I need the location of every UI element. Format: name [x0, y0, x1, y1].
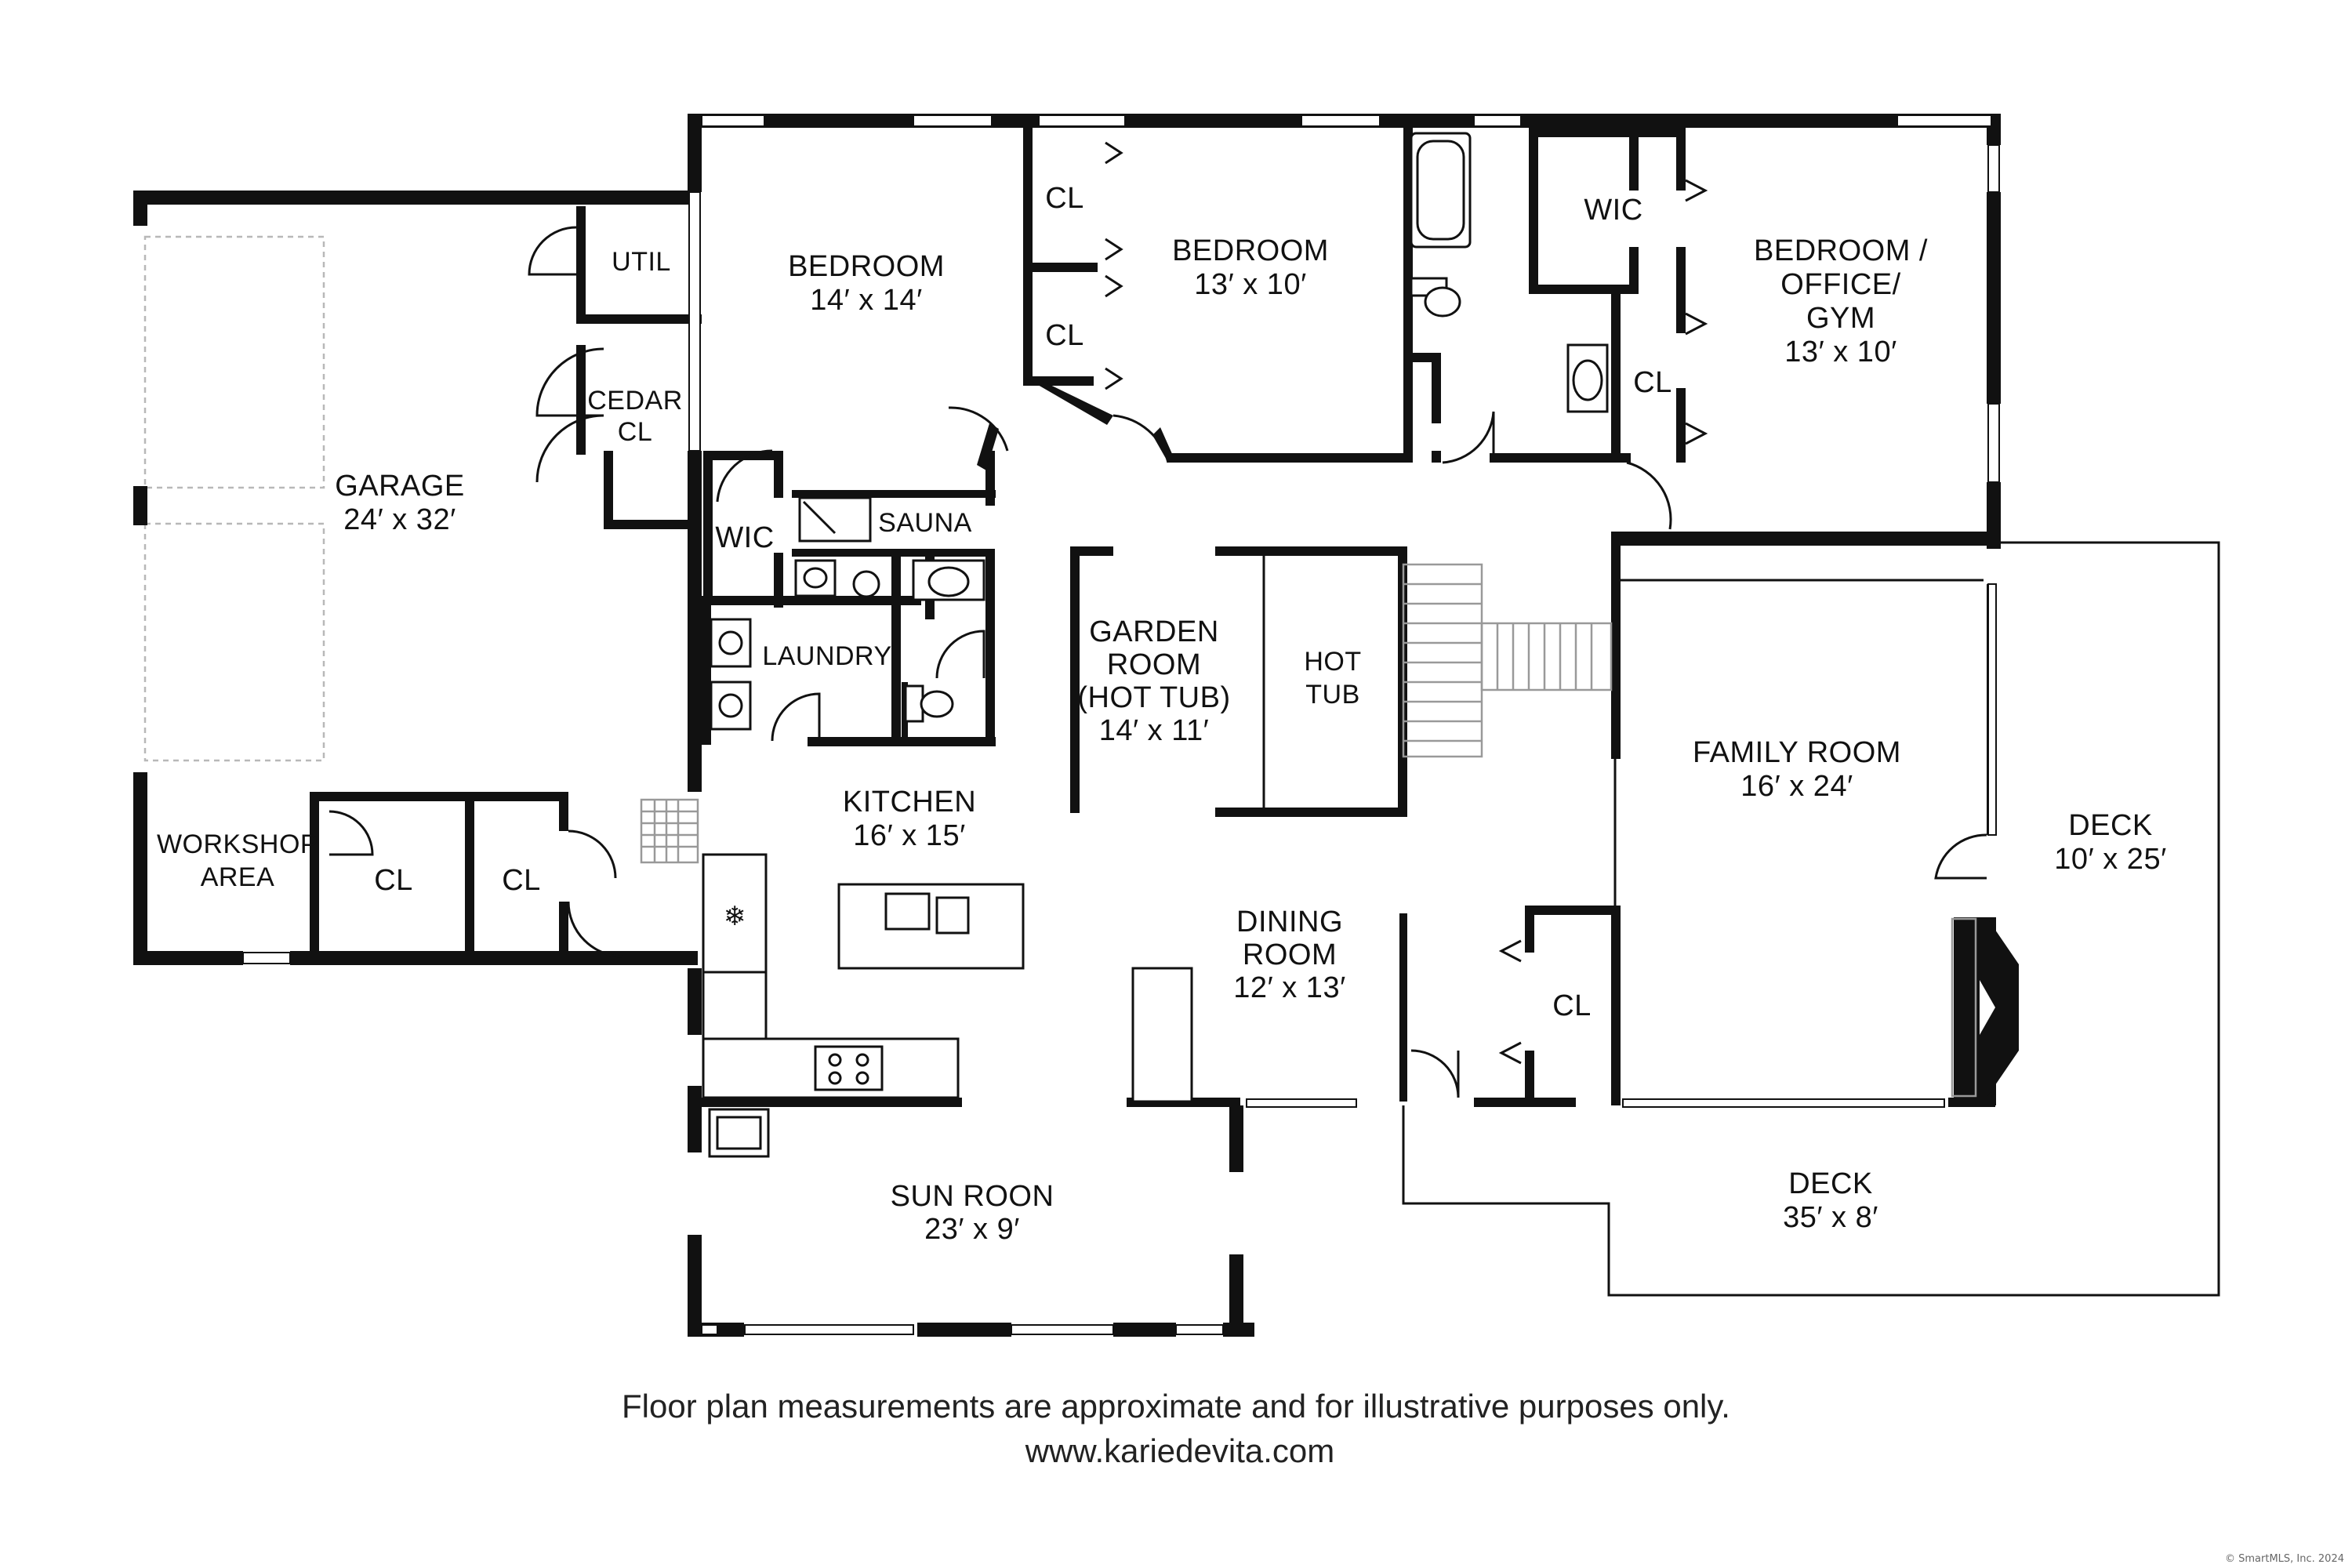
workshop-label-2: AREA — [201, 862, 275, 892]
dining-room-label-2: ROOM — [1243, 938, 1337, 971]
garage-door-outline — [143, 235, 325, 762]
garage-dims: 24′ x 32′ — [343, 503, 456, 536]
dining-room-dims: 12′ x 13′ — [1233, 971, 1345, 1004]
footer: Floor plan measurements are approximate … — [622, 1388, 2344, 1565]
garden-room-label-3: (HOT TUB) — [1077, 681, 1230, 714]
sun-room-label: SUN ROON — [891, 1180, 1054, 1213]
sun-room-dims: 23′ x 9′ — [924, 1213, 1020, 1246]
bedroom1-wic-label: WIC — [715, 521, 774, 554]
fireplace-icon — [1980, 980, 1995, 1035]
svg-text:❄: ❄ — [724, 901, 746, 932]
workshop-cl2-label: CL — [502, 864, 541, 897]
bathtub-icon — [1410, 132, 1472, 249]
garden-room-dims: 14′ x 11′ — [1099, 714, 1210, 747]
hot-tub-label-2: TUB — [1305, 680, 1360, 710]
copyright-text: © SmartMLS, Inc. 2024 — [2225, 1553, 2344, 1565]
cl-right-label: CL — [1633, 366, 1672, 399]
family-room-label: FAMILY ROOM — [1693, 736, 1901, 769]
workshop-label-1: WORKSHOP — [157, 829, 318, 859]
cedar-cl-label-1: CEDAR — [587, 386, 683, 416]
laundry-label: LAUNDRY — [762, 641, 891, 671]
toilet-icon — [1410, 277, 1461, 318]
sink-icon — [912, 559, 985, 601]
garden-room-label-1: GARDEN — [1089, 615, 1219, 648]
bedroom1-label: BEDROOM — [788, 250, 945, 283]
workshop-cl1-label: CL — [374, 864, 413, 897]
hot-tub-label-1: HOT — [1304, 647, 1361, 677]
bedroom2-dims: 13′ x 10′ — [1194, 268, 1306, 301]
sink-icon — [708, 1108, 770, 1158]
kitchen-label: KITCHEN — [843, 786, 976, 818]
bedroom3-label-3: GYM — [1806, 302, 1875, 335]
sauna-label: SAUNA — [878, 508, 972, 538]
family-cl-label: CL — [1552, 989, 1592, 1022]
washer-icon — [710, 618, 752, 668]
bedroom3-label-1: BEDROOM / — [1754, 234, 1928, 267]
website-text: www.kariedevita.com — [1025, 1432, 1334, 1469]
dryer-icon — [710, 681, 752, 731]
room-labels: GARAGE 24′ x 32′ UTIL CEDAR CL WORKSHOP … — [157, 182, 2166, 1246]
deck-bottom-dims: 35′ x 8′ — [1783, 1201, 1878, 1234]
deck-right-label: DECK — [2068, 809, 2153, 842]
sink-icon — [1566, 343, 1609, 413]
stairs — [640, 563, 1977, 1098]
disclaimer-text: Floor plan measurements are approximate … — [622, 1388, 1730, 1425]
cabinet — [1131, 967, 1193, 1103]
garden-room-label-2: ROOM — [1107, 648, 1201, 681]
walls — [133, 114, 2019, 1337]
deck-bottom-label: DECK — [1788, 1167, 1873, 1200]
heater-icon — [852, 570, 880, 598]
bedroom2-label: BEDROOM — [1172, 234, 1329, 267]
garage-label: GARAGE — [335, 470, 465, 503]
cl-lower-label: CL — [1045, 319, 1084, 352]
family-room-dims: 16′ x 24′ — [1740, 770, 1853, 803]
cl-upper-label: CL — [1045, 182, 1084, 215]
fixtures: ❄ — [702, 132, 1995, 1158]
windows — [242, 114, 2000, 1335]
bedroom1-dims: 14′ x 14′ — [810, 284, 922, 317]
toilet-icon — [904, 684, 954, 723]
deck-right-dims: 10′ x 25′ — [2054, 843, 2166, 876]
bedroom3-dims: 13′ x 10′ — [1784, 336, 1896, 368]
kitchen-island — [837, 883, 1025, 970]
bedroom3-label-2: OFFICE/ — [1780, 268, 1900, 301]
cedar-cl-label-2: CL — [618, 417, 652, 447]
wic-right-label: WIC — [1584, 194, 1642, 227]
sink-icon — [794, 559, 837, 597]
stove-icon — [814, 1045, 884, 1091]
kitchen-dims: 16′ x 15′ — [853, 819, 965, 852]
doors — [328, 141, 1987, 1098]
dining-room-label-1: DINING — [1236, 906, 1343, 938]
shower-icon — [798, 496, 872, 543]
refrigerator-icon: ❄ — [702, 853, 768, 974]
util-label: UTIL — [612, 247, 671, 277]
